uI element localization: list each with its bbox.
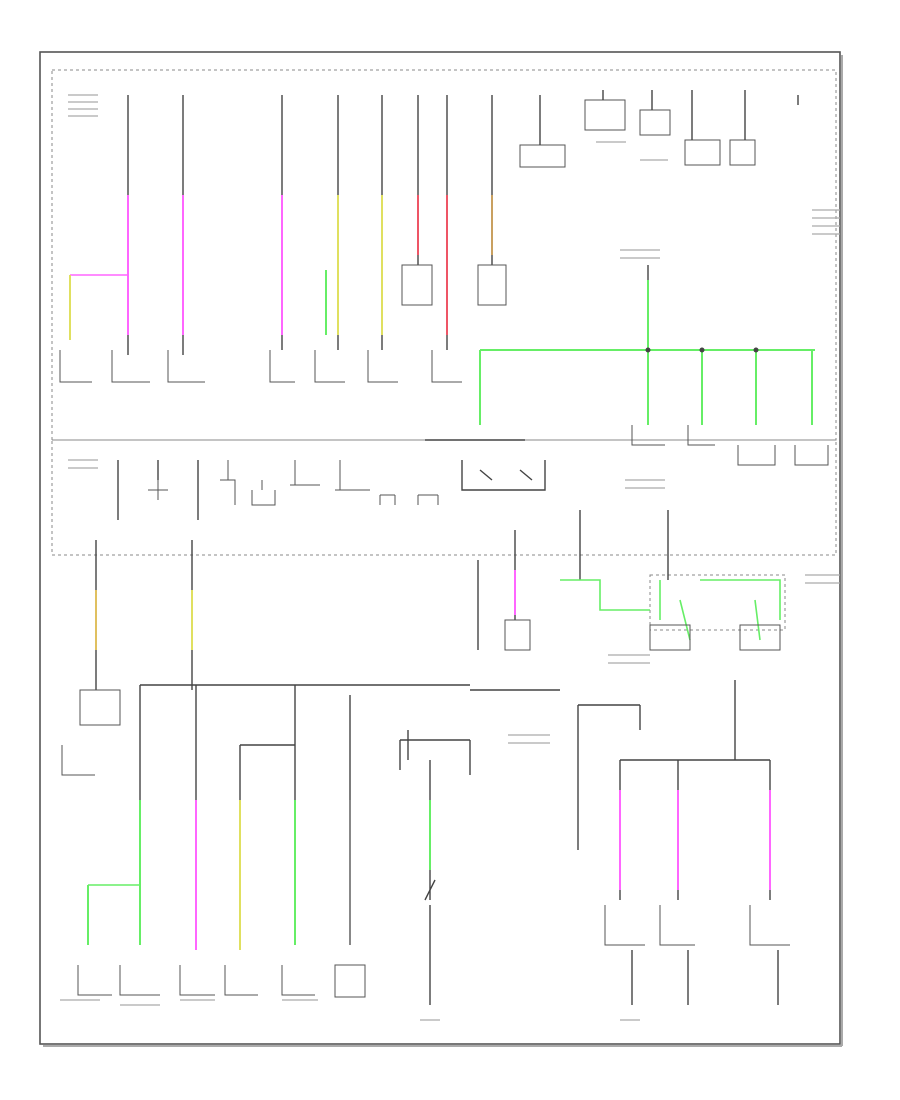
lower-colored-wires [87,800,351,950]
relay-cluster [560,579,781,700]
green-bus-top [425,265,829,466]
middle-components [95,460,546,570]
lower-bus [61,684,560,950]
lower-components [77,964,366,998]
center-switch [399,730,471,1005]
illegible-labels [60,94,840,1021]
top-colored-wires [69,195,493,340]
fuse-box-middle [51,439,837,556]
middle-wires [95,510,669,690]
top-components [59,90,799,383]
relay-box-right [649,574,786,631]
diagram-frame [39,51,841,1045]
fuse-box-top [51,69,837,441]
right-switches [577,700,790,1005]
